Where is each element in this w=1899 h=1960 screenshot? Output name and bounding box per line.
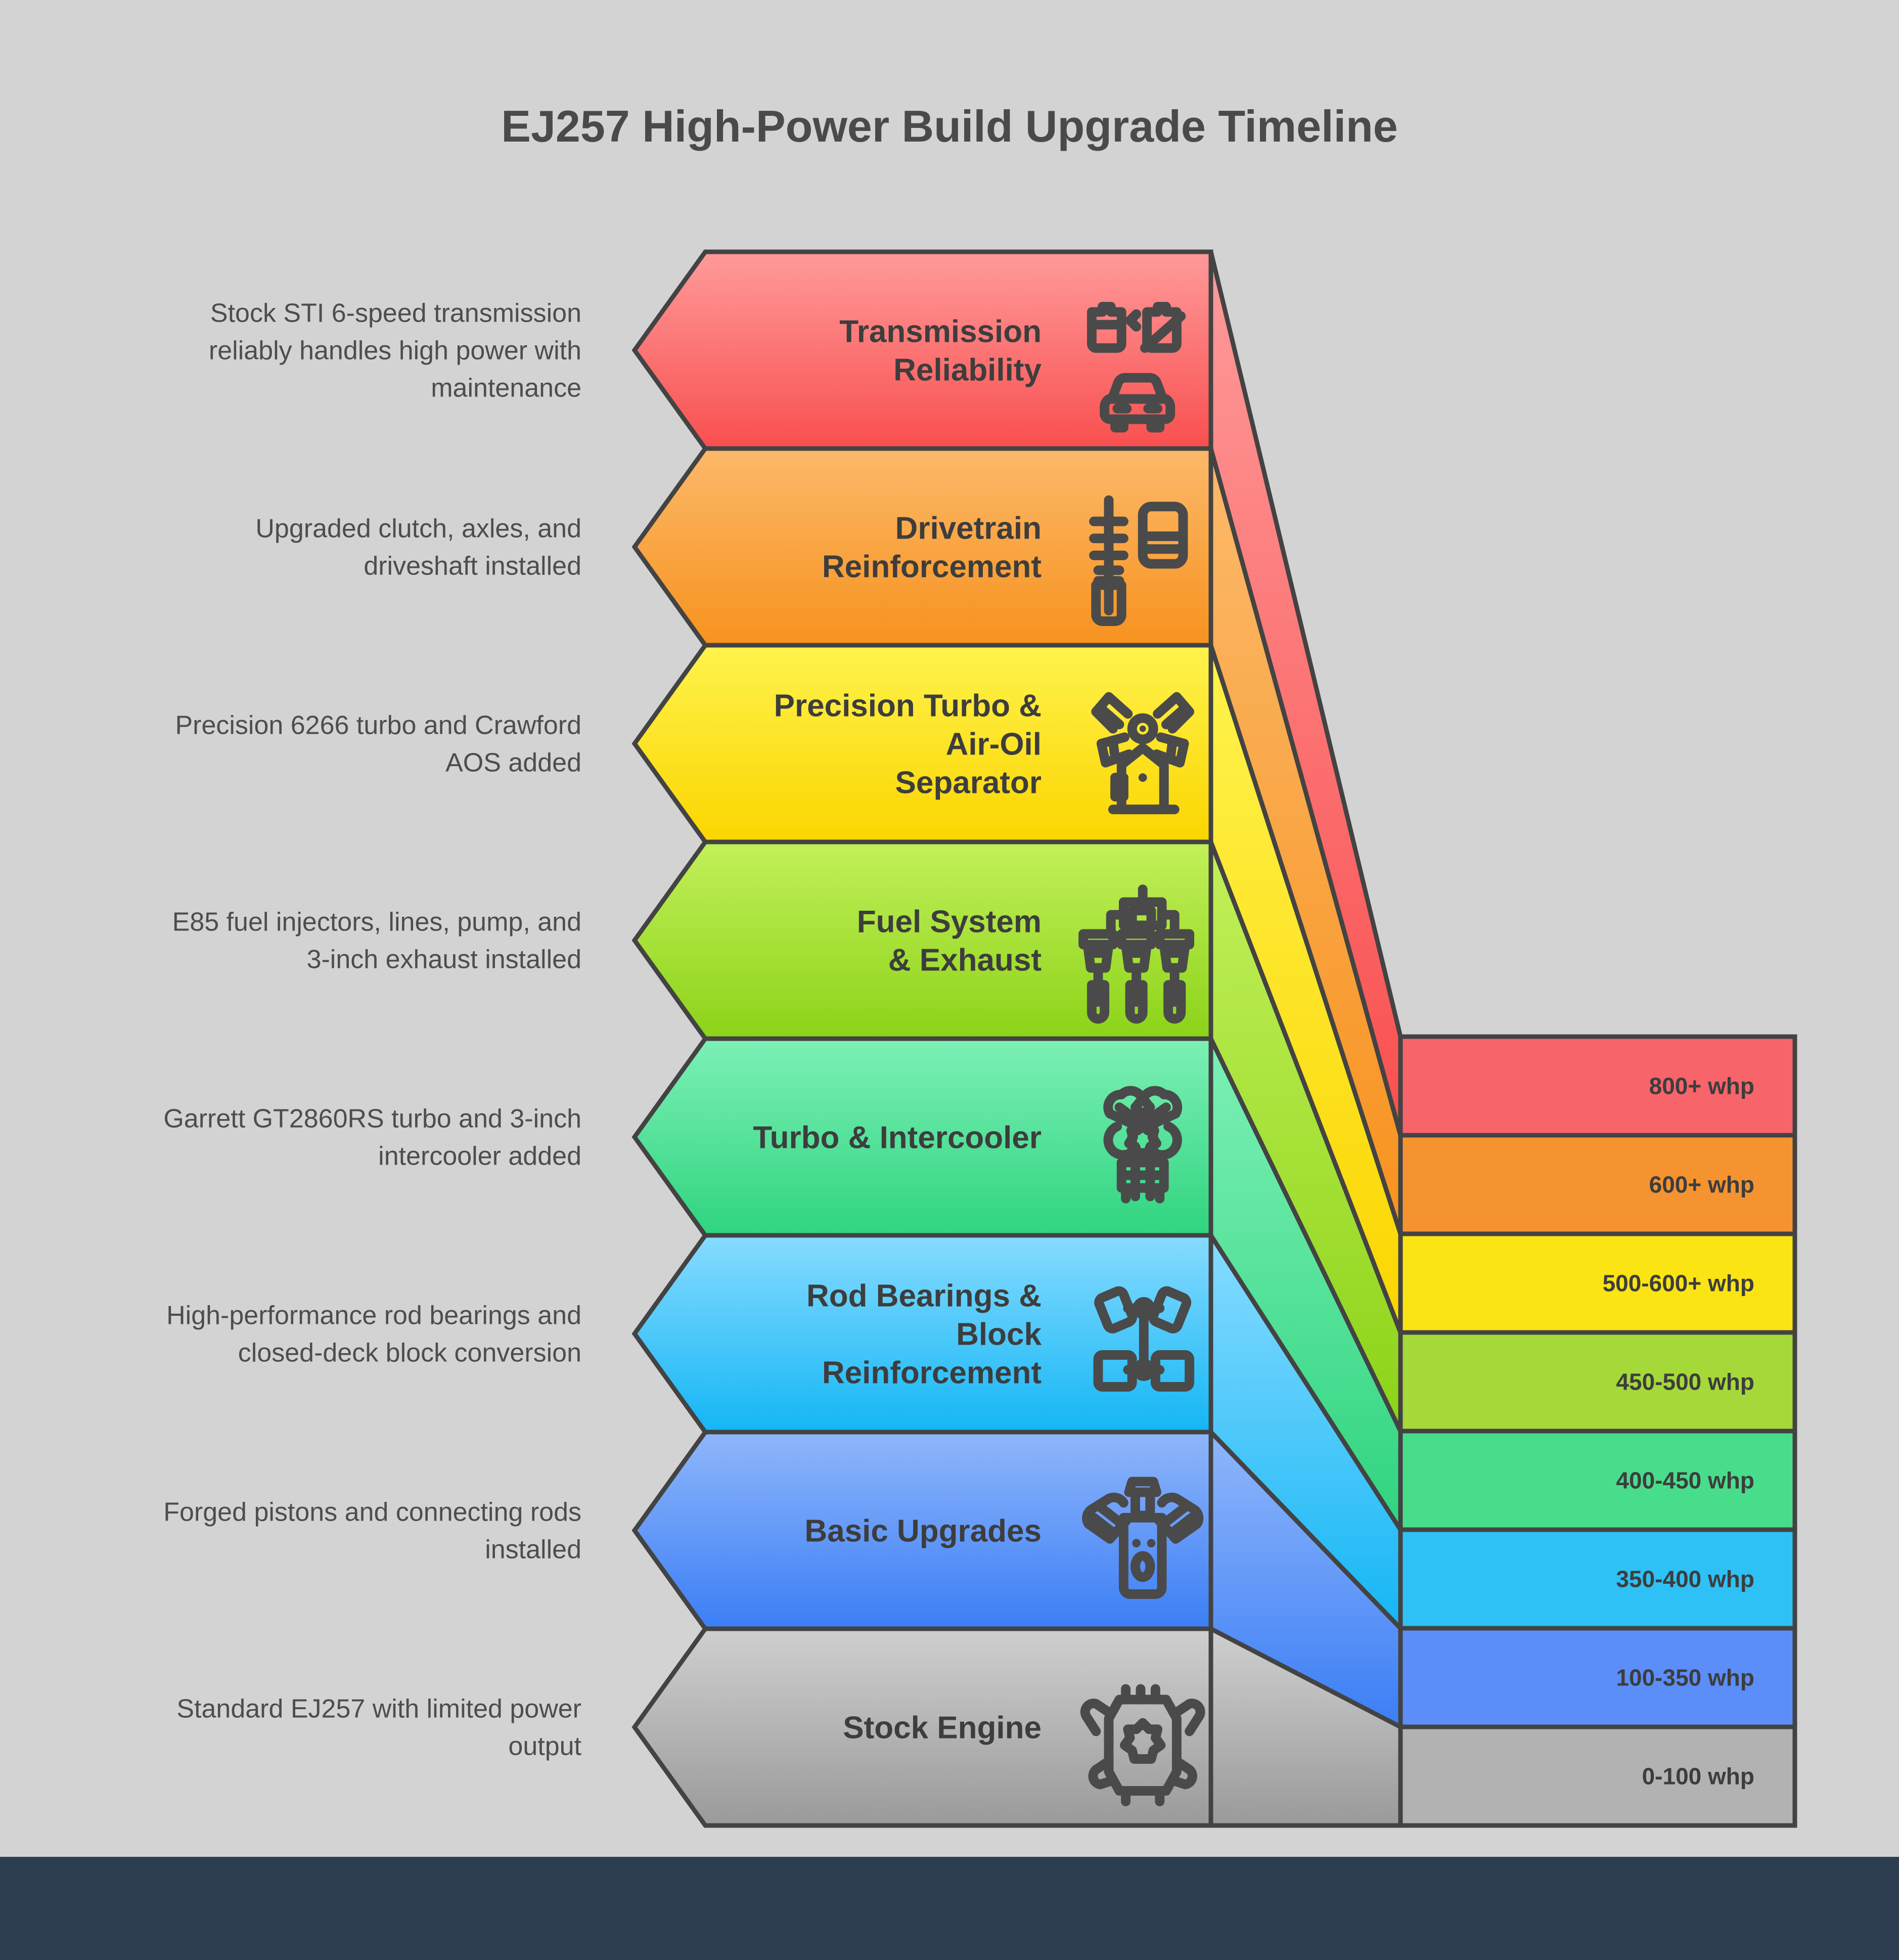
power-legend-label-4: 400-450 whp	[1616, 1467, 1754, 1494]
power-legend-box-7[interactable]	[1398, 1724, 1797, 1828]
transmission-fluid-car-icon	[1087, 301, 1186, 433]
power-legend-label-6: 100-350 whp	[1616, 1665, 1754, 1691]
fuel-injector-exhaust-icon	[1078, 884, 1195, 1024]
power-legend-box-0[interactable]	[1398, 1034, 1797, 1138]
chevron-stage-5[interactable]	[631, 1233, 1213, 1435]
power-legend-label-7: 0-100 whp	[1642, 1763, 1754, 1790]
power-legend-box-6[interactable]	[1398, 1626, 1797, 1729]
driveshaft-clutch-icon	[1089, 495, 1188, 626]
page-title: EJ257 High-Power Build Upgrade Timeline	[501, 101, 1397, 151]
stage-icons-layer	[1078, 301, 1205, 1806]
power-legend-label-2: 500-600+ whp	[1603, 1270, 1754, 1297]
stage-label-7: Stock Engine	[843, 1711, 1042, 1746]
flow-bands-layer	[1208, 251, 1403, 1828]
power-legend-label-1: 600+ whp	[1649, 1172, 1754, 1198]
pistons-rods-icon	[1082, 1477, 1204, 1599]
power-legend-box-3[interactable]	[1398, 1330, 1797, 1434]
footer-bar	[0, 1857, 1899, 1960]
power-legend-label-5: 350-400 whp	[1616, 1566, 1754, 1592]
power-legend-label-0: 800+ whp	[1649, 1073, 1754, 1099]
stage-label-6: Basic Upgrades	[804, 1514, 1042, 1549]
power-legend-label-3: 450-500 whp	[1616, 1369, 1754, 1395]
power-legend-box-1[interactable]	[1398, 1133, 1797, 1236]
power-legend-box-2[interactable]	[1398, 1231, 1797, 1335]
stock-engine-icon	[1080, 1684, 1205, 1806]
turbo-intercooler-icon	[1103, 1086, 1183, 1204]
crankshaft-bearings-icon	[1093, 1286, 1195, 1392]
turbo-separator-icon	[1091, 692, 1195, 815]
stage-label-3: Fuel System& Exhaust	[857, 905, 1042, 978]
chevron-stage-7[interactable]	[631, 1626, 1213, 1828]
stage-label-4: Turbo & Intercooler	[753, 1121, 1042, 1155]
power-legend-layer: 800+ whp 600+ whp 500-600+ whp 450-500 whp 4…	[1398, 1034, 1797, 1828]
